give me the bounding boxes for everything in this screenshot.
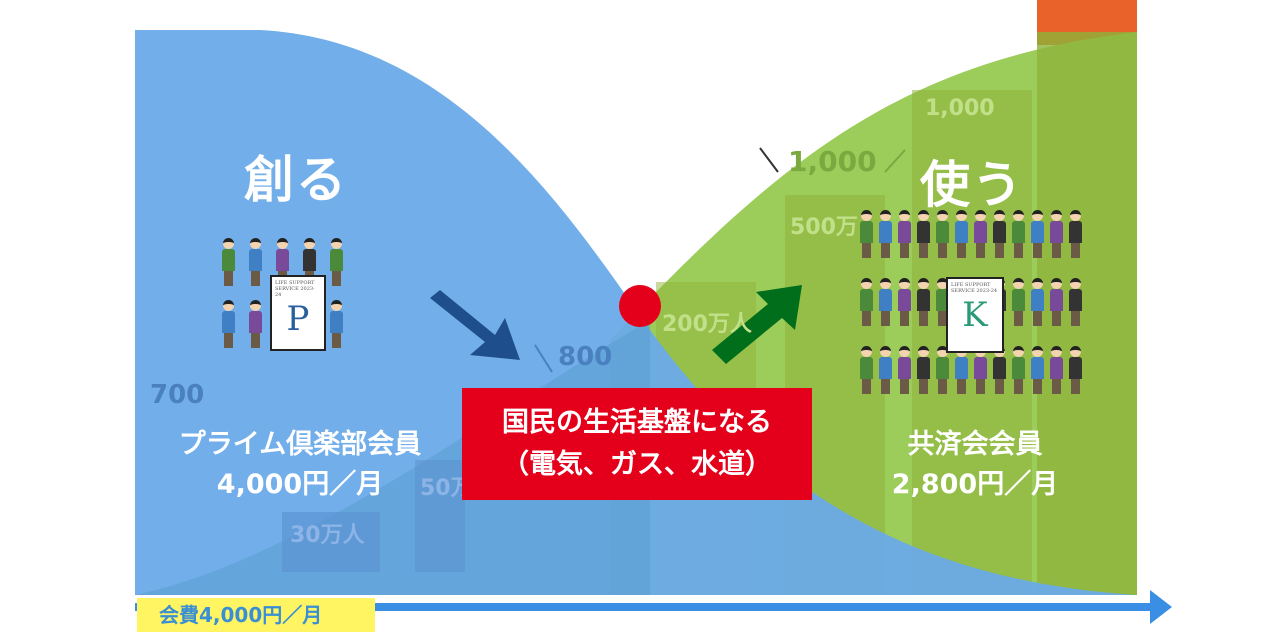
card-title: LIFE SUPPORT SERVICE	[951, 282, 991, 294]
label-800: 800	[558, 342, 613, 372]
kyosai-member-name: 共済会会員	[907, 429, 1043, 460]
person-figure	[955, 210, 968, 258]
person-figure	[898, 278, 911, 326]
person-figure	[860, 210, 873, 258]
person-figure	[898, 210, 911, 258]
kyosai-member-info: 共済会会員 2,800円／月	[860, 425, 1090, 505]
label-700: 700	[150, 380, 205, 410]
callout-line2: （電気、ガス、水道）	[502, 449, 772, 480]
infrastructure-callout: 国民の生活基盤になる （電気、ガス、水道）	[462, 388, 812, 500]
person-figure	[330, 300, 343, 348]
blue-bar-2	[415, 460, 465, 572]
person-figure	[955, 346, 968, 394]
person-figure	[249, 238, 262, 286]
person-figure	[860, 346, 873, 394]
up-arrow	[712, 285, 802, 364]
label-30man: 30万人	[290, 523, 365, 548]
person-figure	[1012, 278, 1025, 326]
prime-member-fee: 4,000円／月	[216, 469, 384, 500]
person-figure	[917, 278, 930, 326]
person-figure	[898, 346, 911, 394]
label-1000: 1,000	[788, 145, 877, 178]
person-figure	[1050, 210, 1063, 258]
prime-card: LIFE SUPPORT SERVICE 2023-24 P	[270, 275, 326, 351]
card-letter: P	[286, 299, 310, 339]
person-figure	[860, 278, 873, 326]
person-figure	[1031, 346, 1044, 394]
kyosai-card: LIFE SUPPORT SERVICE 2023-24 K	[946, 277, 1004, 353]
person-figure	[917, 210, 930, 258]
person-figure	[249, 300, 262, 348]
person-figure	[1031, 278, 1044, 326]
person-figure	[1012, 210, 1025, 258]
intersection-dot	[619, 285, 661, 327]
card-year: 2023-24	[275, 286, 315, 298]
label-200man: 200万人	[662, 312, 752, 337]
kyosai-member-fee: 2,800円／月	[891, 469, 1059, 500]
prime-member-name: プライム倶楽部会員	[178, 429, 422, 460]
callout-line1: 国民の生活基盤になる	[502, 407, 772, 438]
person-figure	[330, 238, 343, 286]
card-title: LIFE SUPPORT SERVICE	[275, 280, 315, 292]
person-figure	[1050, 278, 1063, 326]
fee-axis-label: 会費4,000円／月	[137, 598, 375, 632]
person-figure	[879, 278, 892, 326]
person-figure	[1050, 346, 1063, 394]
person-figure	[936, 278, 949, 326]
person-figure	[1012, 346, 1025, 394]
down-arrow	[430, 290, 520, 360]
person-figure	[879, 346, 892, 394]
use-heading: 使う	[920, 156, 1024, 214]
label-1000-top: 1,000	[925, 96, 995, 121]
person-figure	[1069, 210, 1082, 258]
person-figure	[917, 346, 930, 394]
create-heading: 創る	[244, 151, 348, 209]
person-figure	[974, 210, 987, 258]
person-figure	[936, 210, 949, 258]
person-figure	[974, 346, 987, 394]
label-500man: 500万	[790, 215, 858, 240]
person-figure	[879, 210, 892, 258]
card-letter: K	[962, 295, 988, 335]
prime-member-info: プライム倶楽部会員 4,000円／月	[150, 425, 450, 505]
person-figure	[222, 238, 235, 286]
card-year: 2023-24	[976, 288, 998, 294]
person-figure	[222, 300, 235, 348]
kyosai-members-illustration	[860, 210, 1086, 394]
blue-bar-1	[282, 512, 380, 572]
person-figure	[993, 346, 1006, 394]
axis-arrowhead	[1150, 590, 1172, 624]
person-figure	[936, 346, 949, 394]
person-figure	[993, 210, 1006, 258]
person-figure	[1069, 346, 1082, 394]
person-figure	[1069, 278, 1082, 326]
person-figure	[1031, 210, 1044, 258]
growth-area	[135, 320, 650, 595]
